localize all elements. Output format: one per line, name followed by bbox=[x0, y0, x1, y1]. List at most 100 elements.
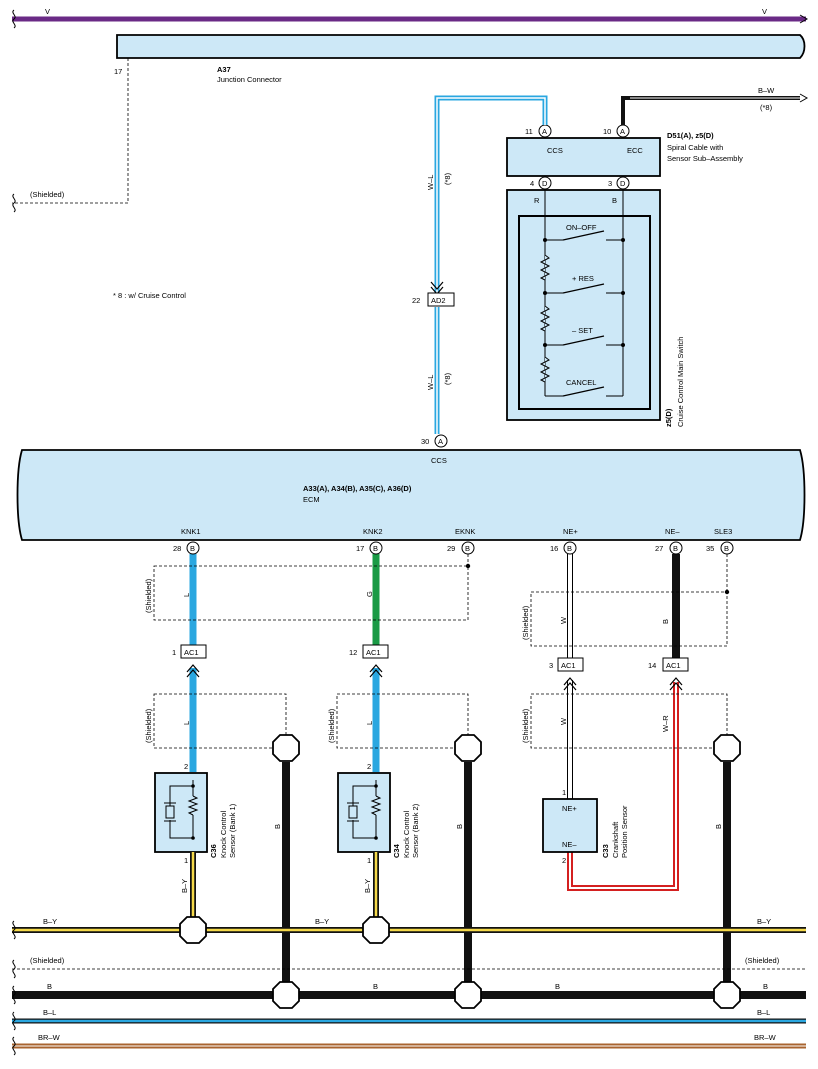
knock-sensor-bank2-pin-bottom: 1 bbox=[367, 856, 371, 865]
switch-onoff-label: ON–OFF bbox=[566, 223, 597, 232]
ac1-ne-minus-chevron bbox=[669, 677, 683, 691]
shield-box-ne-lower bbox=[530, 693, 728, 749]
knk1-color-lower: L bbox=[182, 721, 191, 725]
ecm-pin-knk1: B bbox=[186, 541, 200, 555]
ne-minus-color-lower: W–R bbox=[661, 715, 670, 732]
rail-break-shielded bbox=[12, 959, 16, 979]
spiral-pin-d-r-letter: D bbox=[542, 179, 548, 188]
ecm-pin-a30 bbox=[434, 434, 448, 448]
cruise-switch-inner bbox=[518, 215, 651, 410]
ad2-label: AD2 bbox=[431, 296, 446, 305]
shield-box-ne-upper bbox=[530, 591, 728, 647]
ecm-pin-30: 30 bbox=[421, 437, 429, 446]
ecm-pin-label-knk2: KNK2 bbox=[363, 527, 383, 536]
rail-shielded-label-right: (Shielded) bbox=[745, 956, 780, 965]
ecm-pin-ne-minus-letter: B bbox=[673, 544, 678, 553]
spiral-name-1: Spiral Cable with bbox=[667, 143, 723, 152]
ecm-pin-knk2-num: 17 bbox=[356, 544, 364, 553]
shield-label-3: (Shielded) bbox=[144, 708, 153, 743]
knock-sensor-bank1-name-2: Sensor (Bank 1) bbox=[228, 803, 237, 858]
bw-label: B–W bbox=[758, 86, 775, 95]
ac1-knk2 bbox=[362, 644, 389, 659]
shield-label-4: (Shielded) bbox=[327, 708, 336, 743]
ac1-ne-minus-pin: 14 bbox=[648, 661, 656, 670]
knk2-color-lower: L bbox=[365, 721, 374, 725]
knock-sensor-bank1-pin-bottom: 1 bbox=[184, 856, 188, 865]
crankshaft-sensor-ne-plus: NE+ bbox=[562, 804, 577, 813]
knock-sensor-bank2-name-2: Sensor (Bank 2) bbox=[411, 803, 420, 858]
crankshaft-sensor bbox=[542, 798, 598, 853]
splice-knk2-shield bbox=[454, 734, 482, 762]
ne-plus-color-lower: W bbox=[559, 717, 568, 725]
ccs-wire-note-lower: (*8) bbox=[443, 372, 452, 385]
ac1-knk1-pin: 1 bbox=[172, 648, 176, 657]
bw-wire bbox=[621, 96, 800, 125]
knock-sensor-bank2-pin-top: 2 bbox=[367, 762, 371, 771]
rail-break-by bbox=[12, 920, 16, 940]
rail-brw-label-left: BR–W bbox=[38, 1033, 61, 1042]
junction-id: A37 bbox=[217, 65, 231, 74]
ecm-pin-a30-letter: A bbox=[438, 437, 443, 446]
ad2-pin: 22 bbox=[412, 296, 420, 305]
switch-set bbox=[543, 335, 625, 347]
ecm-pin-ne-minus-num: 27 bbox=[655, 544, 663, 553]
resistor-2 bbox=[539, 305, 551, 332]
rail-break-brw bbox=[12, 1036, 16, 1056]
ecm-pin-label-ne-minus: NE– bbox=[665, 527, 680, 536]
spiral-cable-box bbox=[506, 137, 661, 177]
ecm-pin-eknk: B bbox=[461, 541, 475, 555]
junction-shield-drain bbox=[12, 58, 129, 204]
cruise-switch-id: z5(D) bbox=[664, 408, 673, 427]
spiral-pin-4: 4 bbox=[530, 179, 534, 188]
junction-shield-break bbox=[12, 193, 16, 213]
crankshaft-sensor-name-1: Crankshaft bbox=[611, 821, 620, 858]
cruise-switch-outer bbox=[506, 189, 661, 421]
crankshaft-sensor-pin1: 1 bbox=[562, 788, 566, 797]
knock-bank1-by-label: B–Y bbox=[180, 879, 189, 893]
rail-b-label-mid2: B bbox=[555, 982, 560, 991]
rail-b-label-right: B bbox=[763, 982, 768, 991]
bw-arrow bbox=[799, 93, 809, 103]
ac1-ne-plus-chevron bbox=[563, 677, 577, 691]
ac1-ne-minus bbox=[662, 657, 689, 672]
knock-bank2-by-label: B–Y bbox=[363, 879, 372, 893]
ac1-knk1-chevron bbox=[186, 664, 200, 678]
resistor-3 bbox=[539, 356, 551, 383]
ccs-wire-note-upper: (*8) bbox=[443, 172, 452, 185]
rail-bl-label-left: B–L bbox=[43, 1008, 56, 1017]
ecm-pin-ne-minus: B bbox=[669, 541, 683, 555]
crankshaft-sensor-id: C33 bbox=[601, 844, 610, 858]
rail-bl-label-right: B–L bbox=[757, 1008, 770, 1017]
ac1-ne-plus-pin: 3 bbox=[549, 661, 553, 670]
ac1-knk1-label: AC1 bbox=[184, 648, 199, 657]
junction-name: Junction Connector bbox=[217, 75, 282, 84]
ecm-id: A33(A), A34(B), A35(C), A36(D) bbox=[303, 484, 412, 493]
ac1-knk2-chevron bbox=[369, 664, 383, 678]
knk1-ground-label: B bbox=[273, 824, 282, 829]
rail-by-label-mid: B–Y bbox=[315, 917, 329, 926]
rail-v-label-left: V bbox=[45, 7, 50, 16]
rail-b-label-mid1: B bbox=[373, 982, 378, 991]
rail-v-break-left bbox=[12, 9, 16, 29]
knk1-color-upper: L bbox=[182, 593, 191, 597]
cruise-switch-wire-r: R bbox=[534, 196, 540, 205]
ac1-knk2-pin: 12 bbox=[349, 648, 357, 657]
switch-res bbox=[543, 283, 625, 295]
ac1-ne-plus bbox=[557, 657, 584, 672]
ecm-ccs-label: CCS bbox=[431, 456, 447, 465]
ecm-pin-knk2-letter: B bbox=[373, 544, 378, 553]
ecm-pin-sle3-num: 35 bbox=[706, 544, 714, 553]
spiral-pin-3: 3 bbox=[608, 179, 612, 188]
resistor-1 bbox=[539, 254, 551, 281]
ecm-pin-ne-plus-num: 16 bbox=[550, 544, 558, 553]
knock-sensor-bank2-symbol bbox=[347, 780, 382, 840]
cruise-switch-name: Cruise Control Main Switch bbox=[676, 337, 685, 427]
spiral-pin-a-ecc-letter: A bbox=[620, 127, 625, 136]
spiral-ecc-label: ECC bbox=[627, 146, 643, 155]
knock-sensor-bank1-id: C36 bbox=[209, 844, 218, 858]
splice-by-bank1 bbox=[179, 916, 207, 944]
switch-set-label: – SET bbox=[572, 326, 593, 335]
rail-b-label-left: B bbox=[47, 982, 52, 991]
knock-sensor-bank1 bbox=[154, 772, 208, 853]
